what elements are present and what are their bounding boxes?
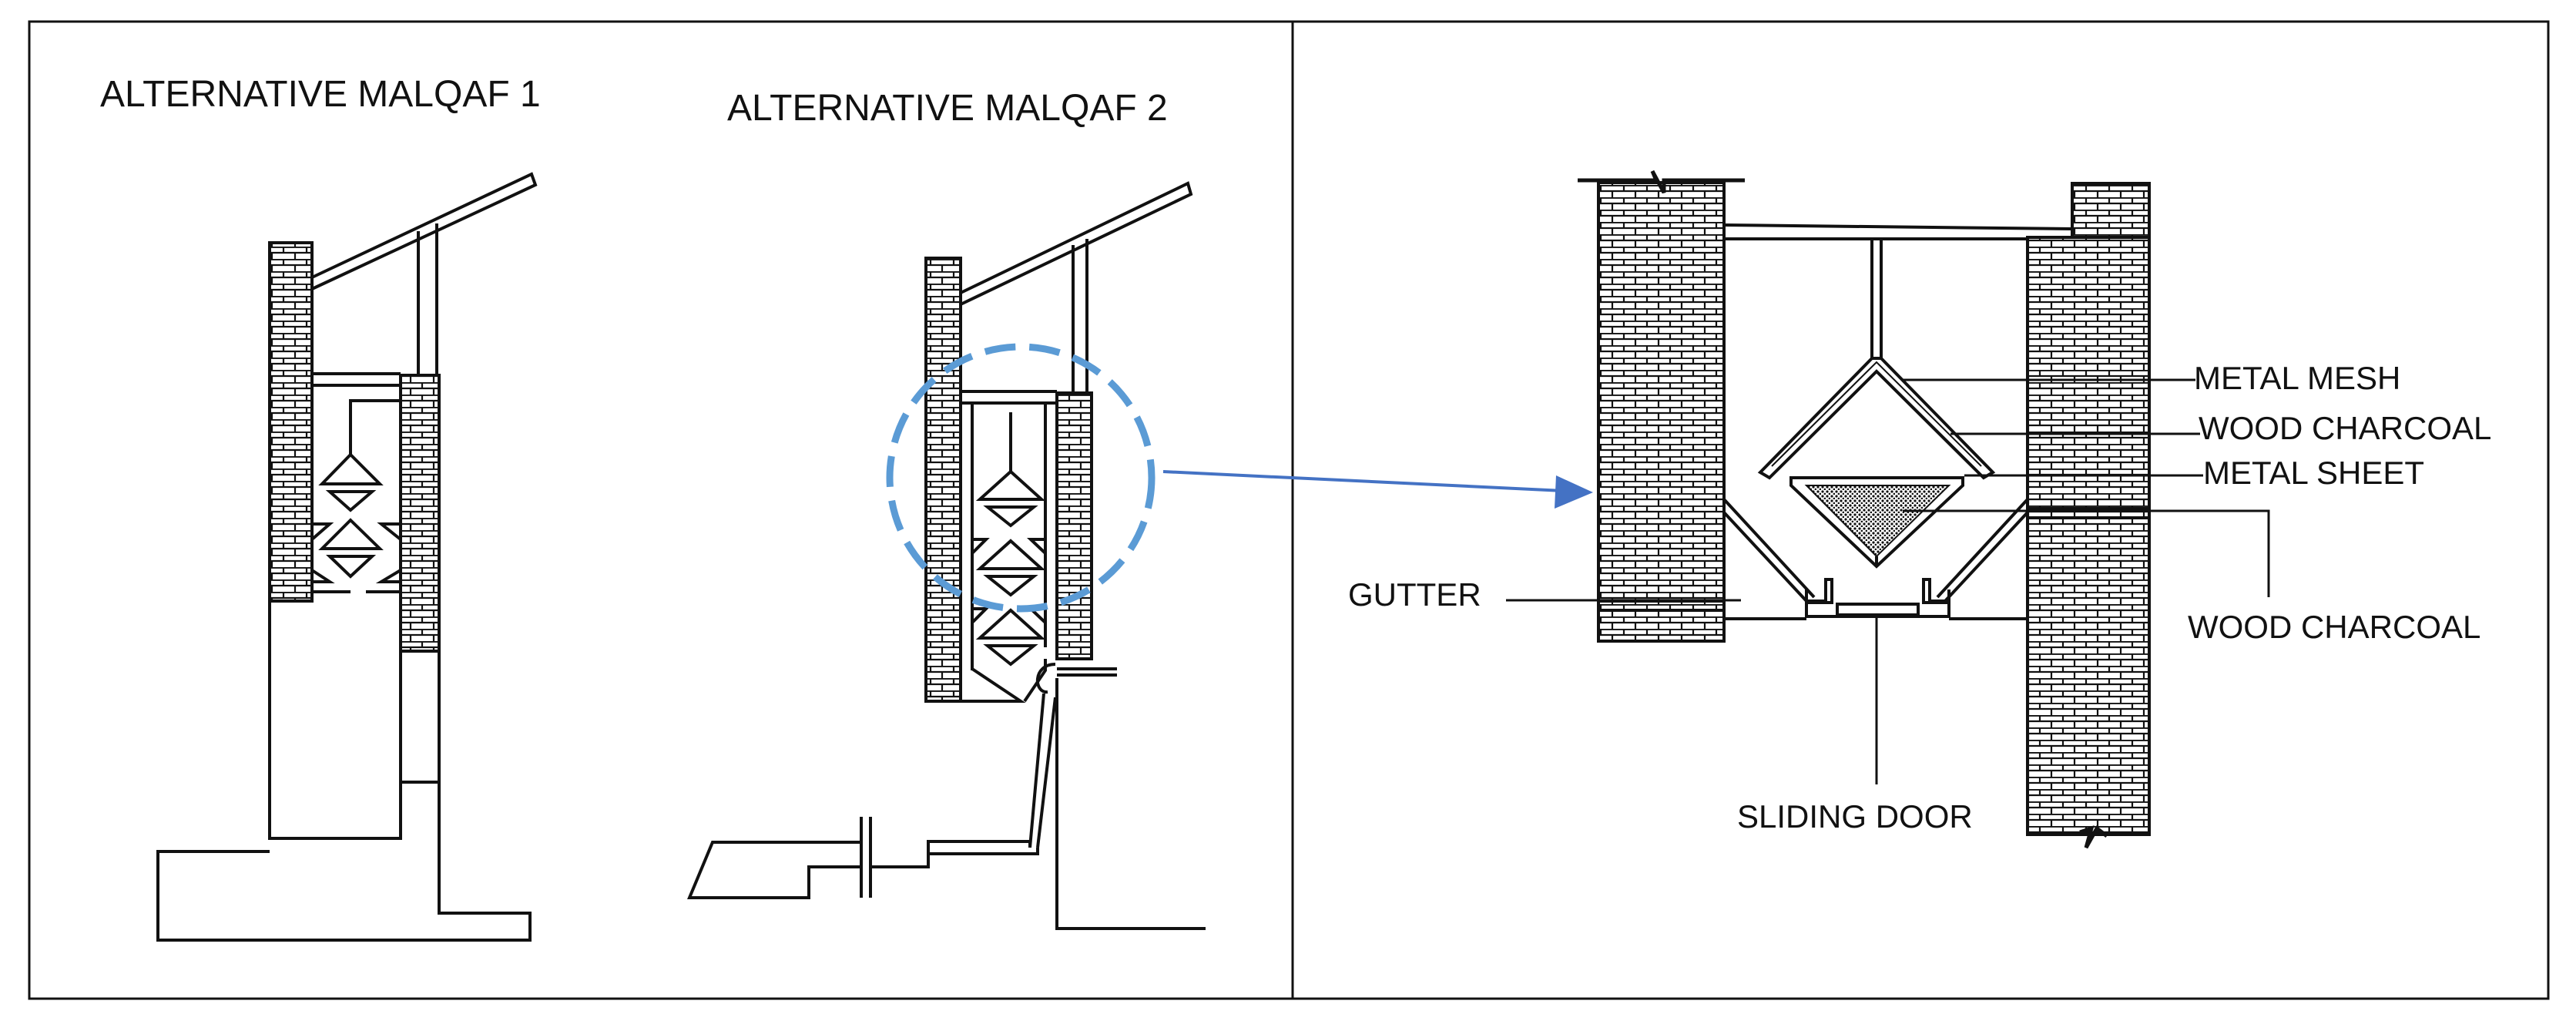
outer-frame bbox=[28, 20, 2550, 1000]
title-malqaf-1: ALTERNATIVE MALQAF 1 bbox=[100, 74, 541, 115]
detail-callout-circle bbox=[886, 343, 1156, 613]
label-gutter: GUTTER bbox=[1348, 576, 1481, 613]
malqaf-1-brick-wall-right bbox=[399, 374, 441, 653]
malqaf-1-brick-wall-left bbox=[268, 241, 314, 603]
detail-drawing bbox=[1578, 170, 2151, 849]
detail-brick-wall-right-lower bbox=[2026, 236, 2151, 836]
detail-leaders bbox=[1506, 378, 2270, 784]
detail-callout-arrow-line bbox=[1162, 470, 1565, 492]
label-sliding-door: SLIDING DOOR bbox=[1737, 798, 1973, 835]
detail-brick-wall-left bbox=[1597, 181, 1726, 643]
charcoal-fill bbox=[1804, 485, 1951, 558]
sliding-door-panel bbox=[1836, 603, 1920, 616]
title-malqaf-2: ALTERNATIVE MALQAF 2 bbox=[727, 88, 1168, 129]
malqaf-2-brick-wall-right bbox=[1055, 391, 1093, 660]
label-metal-mesh: METAL MESH bbox=[2194, 360, 2400, 396]
detail-brick-wall-right bbox=[2071, 182, 2151, 239]
detail-callout-arrowhead bbox=[1555, 475, 1593, 509]
malqaf-1-drawing bbox=[156, 172, 538, 942]
leader-wood-charcoal-lower bbox=[1903, 509, 2270, 597]
label-wood-charcoal-upper: WOOD CHARCOAL bbox=[2199, 410, 2491, 446]
label-wood-charcoal-lower: WOOD CHARCOAL bbox=[2188, 609, 2480, 645]
malqaf-2-brick-wall-left bbox=[924, 257, 962, 703]
malqaf-2-drawing bbox=[687, 181, 1206, 930]
label-metal-sheet: METAL SHEET bbox=[2203, 455, 2424, 491]
